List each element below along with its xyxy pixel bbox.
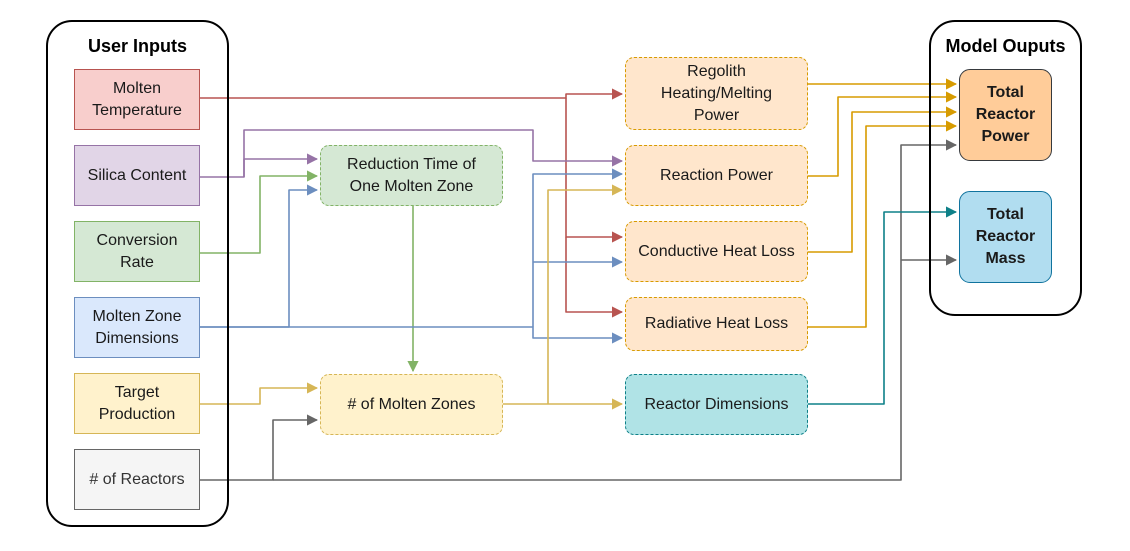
input-conversion-rate: Conversion Rate xyxy=(74,221,200,282)
radiative-heat-loss-node: Radiative Heat Loss xyxy=(625,297,808,351)
wire-temp-conductive xyxy=(565,98,624,243)
wire-radiative-total xyxy=(808,120,958,328)
reaction-power-node: Reaction Power xyxy=(625,145,808,206)
reactor-dimensions-node: Reactor Dimensions xyxy=(625,374,808,435)
input-molten-temperature: Molten Temperature xyxy=(74,69,200,130)
wire-dimensions-mass xyxy=(808,206,958,405)
wire-conductive-total xyxy=(808,106,958,253)
conductive-heat-loss-node: Conductive Heat Loss xyxy=(625,221,808,282)
wire-temp-radiative xyxy=(565,237,624,318)
wire-reactors-power xyxy=(273,139,958,481)
wire-conversion-reduction xyxy=(200,170,319,254)
num-molten-zones-node: # of Molten Zones xyxy=(320,374,503,435)
wire-zones-reaction xyxy=(547,184,624,404)
wire-dims-radiative xyxy=(200,326,624,344)
input-silica-content: Silica Content xyxy=(74,145,200,206)
model-outputs-panel xyxy=(929,20,1082,316)
total-reactor-power-node: Total Reactor Power xyxy=(959,69,1052,161)
regolith-power-node: Regolith Heating/Melting Power xyxy=(625,57,808,130)
total-reactor-mass-node: Total Reactor Mass xyxy=(959,191,1052,283)
wire-reactors-zones xyxy=(200,414,319,481)
input-molten-zone-dimensions: Molten Zone Dimensions xyxy=(74,297,200,358)
model-outputs-title: Model Ouputs xyxy=(945,36,1066,56)
wire-dims-reaction xyxy=(532,168,624,327)
wire-temp-regolith xyxy=(200,88,624,100)
wire-reaction-total xyxy=(808,91,958,177)
input-num-reactors: # of Reactors xyxy=(74,449,200,510)
input-target-production: Target Production xyxy=(74,373,200,434)
user-inputs-title: User Inputs xyxy=(87,36,188,56)
reduction-time-node: Reduction Time of One Molten Zone xyxy=(320,145,503,206)
user-inputs-panel xyxy=(46,20,229,527)
wire-silica-reaction xyxy=(243,129,624,177)
wire-target-zones xyxy=(200,382,319,405)
